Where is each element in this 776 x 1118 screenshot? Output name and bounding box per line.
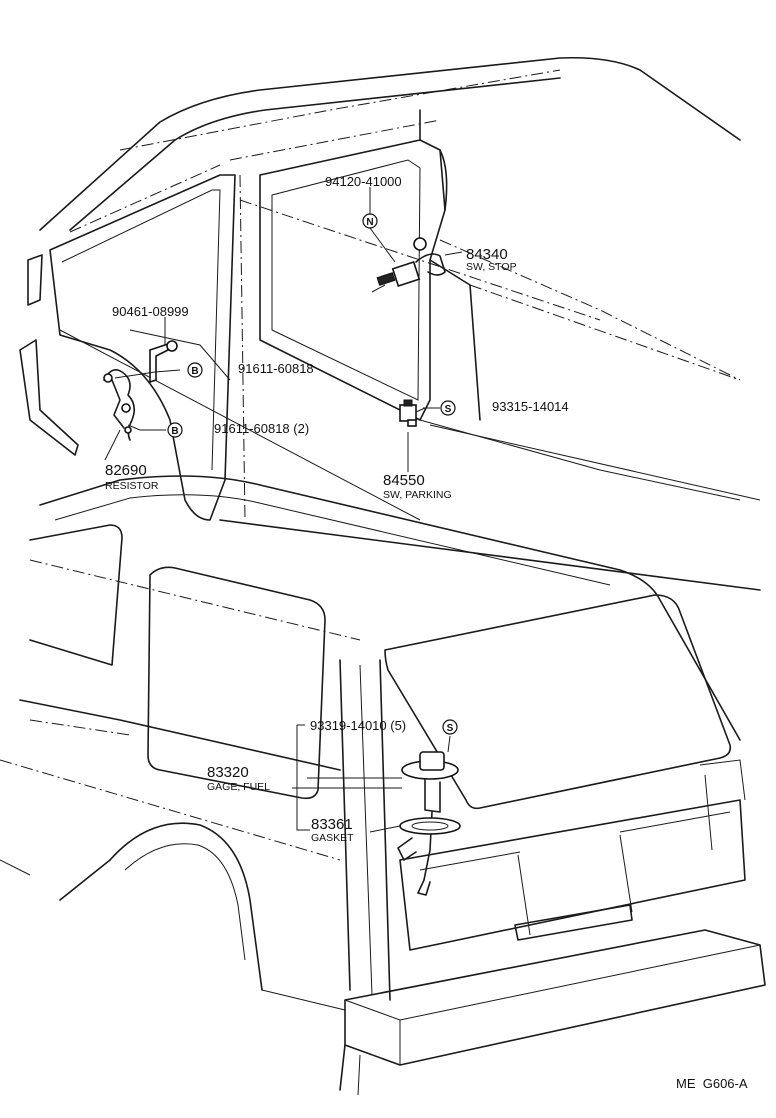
part-labels: 94120-41000 84340 SW, STOP 90461-08999 9… [105,174,748,1091]
label-sw-stop: SW, STOP [466,261,517,273]
label-84340: 84340 [466,246,508,263]
leader-lines [104,187,463,833]
marker-s-upper-icon: S [440,400,456,416]
label-gasket: GASKET [311,832,354,844]
svg-text:B: B [171,426,178,437]
label-84550: 84550 [383,472,425,489]
figure-code: ME G606-A [676,1076,748,1091]
marker-bubbles: N B B S S [167,213,458,735]
label-resistor: RESISTOR [105,480,159,492]
parking-switch-part [399,399,426,427]
label-93315-14014: 93315-14014 [492,399,569,414]
label-sw-parking: SW, PARKING [383,489,452,501]
marker-s-lower-icon: S [442,719,458,735]
svg-text:S: S [447,723,454,734]
label-83361: 83361 [311,816,353,833]
resistor-part [103,369,136,441]
label-gage-fuel: GAGE, FUEL [207,781,270,793]
marker-n-icon: N [362,213,378,229]
label-94120-41000: 94120-41000 [325,174,402,189]
marker-b-upper-icon: B [187,362,203,378]
svg-text:S: S [445,404,452,415]
svg-text:N: N [366,217,373,228]
label-93319-14010: 93319-14010 (5) [310,718,406,733]
svg-text:B: B [191,366,198,377]
label-90461-08999: 90461-08999 [112,304,189,319]
upper-van-body [19,56,761,591]
bracket-part [149,340,178,384]
lower-van-body [0,475,766,1096]
label-82690: 82690 [105,462,147,479]
stop-switch-part [371,237,446,293]
label-83320: 83320 [207,764,249,781]
marker-b-lower-icon: B [167,422,183,438]
gasket-part [399,817,461,835]
label-91611-60818-2: 91611-60818 (2) [214,421,309,436]
label-91611-60818: 91611-60818 [238,361,314,376]
